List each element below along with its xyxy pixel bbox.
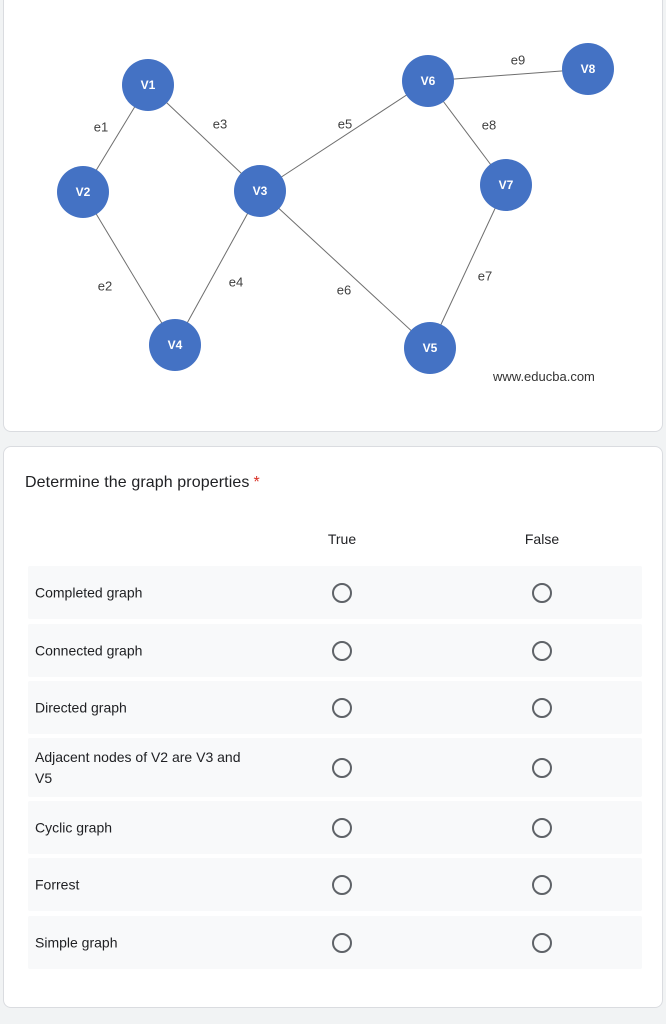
grid-row-cyclic-graph: Cyclic graph bbox=[28, 801, 642, 854]
edge-label-e3: e3 bbox=[213, 116, 227, 131]
question-title: Determine the graph properties* bbox=[25, 474, 260, 492]
node-v1 bbox=[122, 59, 174, 111]
radio-false[interactable] bbox=[532, 874, 552, 895]
radio-false[interactable] bbox=[532, 582, 552, 603]
edge-label-e2: e2 bbox=[98, 278, 112, 293]
radio-true[interactable] bbox=[332, 697, 352, 718]
required-asterisk: * bbox=[253, 474, 260, 491]
node-v3 bbox=[234, 165, 286, 217]
edge-label-e9: e9 bbox=[511, 52, 525, 67]
node-v4 bbox=[149, 319, 201, 371]
question-title-text: Determine the graph properties bbox=[25, 474, 250, 491]
node-label-v2: V2 bbox=[76, 185, 91, 199]
radio-false[interactable] bbox=[532, 697, 552, 718]
radio-false[interactable] bbox=[532, 640, 552, 661]
edge-label-e8: e8 bbox=[482, 117, 496, 132]
radio-true[interactable] bbox=[332, 932, 352, 953]
column-header-true: True bbox=[327, 531, 357, 547]
node-label-v3: V3 bbox=[253, 184, 268, 198]
row-label: Connected graph bbox=[35, 642, 143, 658]
grid-row-forrest: Forrest bbox=[28, 858, 642, 911]
edge-label-e1: e1 bbox=[94, 119, 108, 134]
node-v8 bbox=[562, 43, 614, 95]
row-label: Simple graph bbox=[35, 934, 118, 950]
row-label: Forrest bbox=[35, 876, 80, 892]
grid-row-completed-graph: Completed graph bbox=[28, 566, 642, 619]
radio-true[interactable] bbox=[332, 817, 352, 838]
edge-label-e6: e6 bbox=[337, 282, 351, 297]
grid-row-simple-graph: Simple graph bbox=[28, 916, 642, 969]
edge-e6 bbox=[259, 190, 431, 349]
edge-e9 bbox=[427, 68, 589, 82]
edge-e2 bbox=[82, 191, 176, 346]
node-label-v5: V5 bbox=[423, 341, 438, 355]
node-label-v4: V4 bbox=[168, 338, 183, 352]
edge-e5 bbox=[259, 80, 429, 192]
radio-false[interactable] bbox=[532, 817, 552, 838]
row-label: Directed graph bbox=[35, 699, 127, 715]
node-v2 bbox=[57, 166, 109, 218]
watermark-text: www.educba.com bbox=[492, 369, 595, 384]
radio-true[interactable] bbox=[332, 757, 352, 778]
edge-label-e4: e4 bbox=[229, 274, 243, 289]
grid-row-connected-graph: Connected graph bbox=[28, 624, 642, 677]
node-v7 bbox=[480, 159, 532, 211]
grid-row-adjacent-nodes: Adjacent nodes of V2 are V3 and V5 bbox=[28, 738, 642, 797]
radio-false[interactable] bbox=[532, 932, 552, 953]
edge-e7 bbox=[429, 184, 507, 349]
radio-true[interactable] bbox=[332, 640, 352, 661]
radio-false[interactable] bbox=[532, 757, 552, 778]
node-v5 bbox=[404, 322, 456, 374]
node-v6 bbox=[402, 55, 454, 107]
node-label-v1: V1 bbox=[141, 78, 156, 92]
node-label-v8: V8 bbox=[581, 62, 596, 76]
edge-label-e7: e7 bbox=[478, 268, 492, 283]
radio-true[interactable] bbox=[332, 582, 352, 603]
row-label: Cyclic graph bbox=[35, 819, 113, 835]
radio-true[interactable] bbox=[332, 874, 352, 895]
node-label-v6: V6 bbox=[421, 74, 436, 88]
grid-row-directed-graph: Directed graph bbox=[28, 681, 642, 734]
row-label: Completed graph bbox=[35, 584, 143, 600]
column-header-false: False bbox=[524, 531, 560, 547]
edge-label-e5: e5 bbox=[338, 116, 352, 131]
edge-e4 bbox=[174, 190, 261, 346]
node-label-v7: V7 bbox=[499, 178, 514, 192]
row-label: Adjacent nodes of V2 are V3 and V5 bbox=[35, 748, 241, 786]
